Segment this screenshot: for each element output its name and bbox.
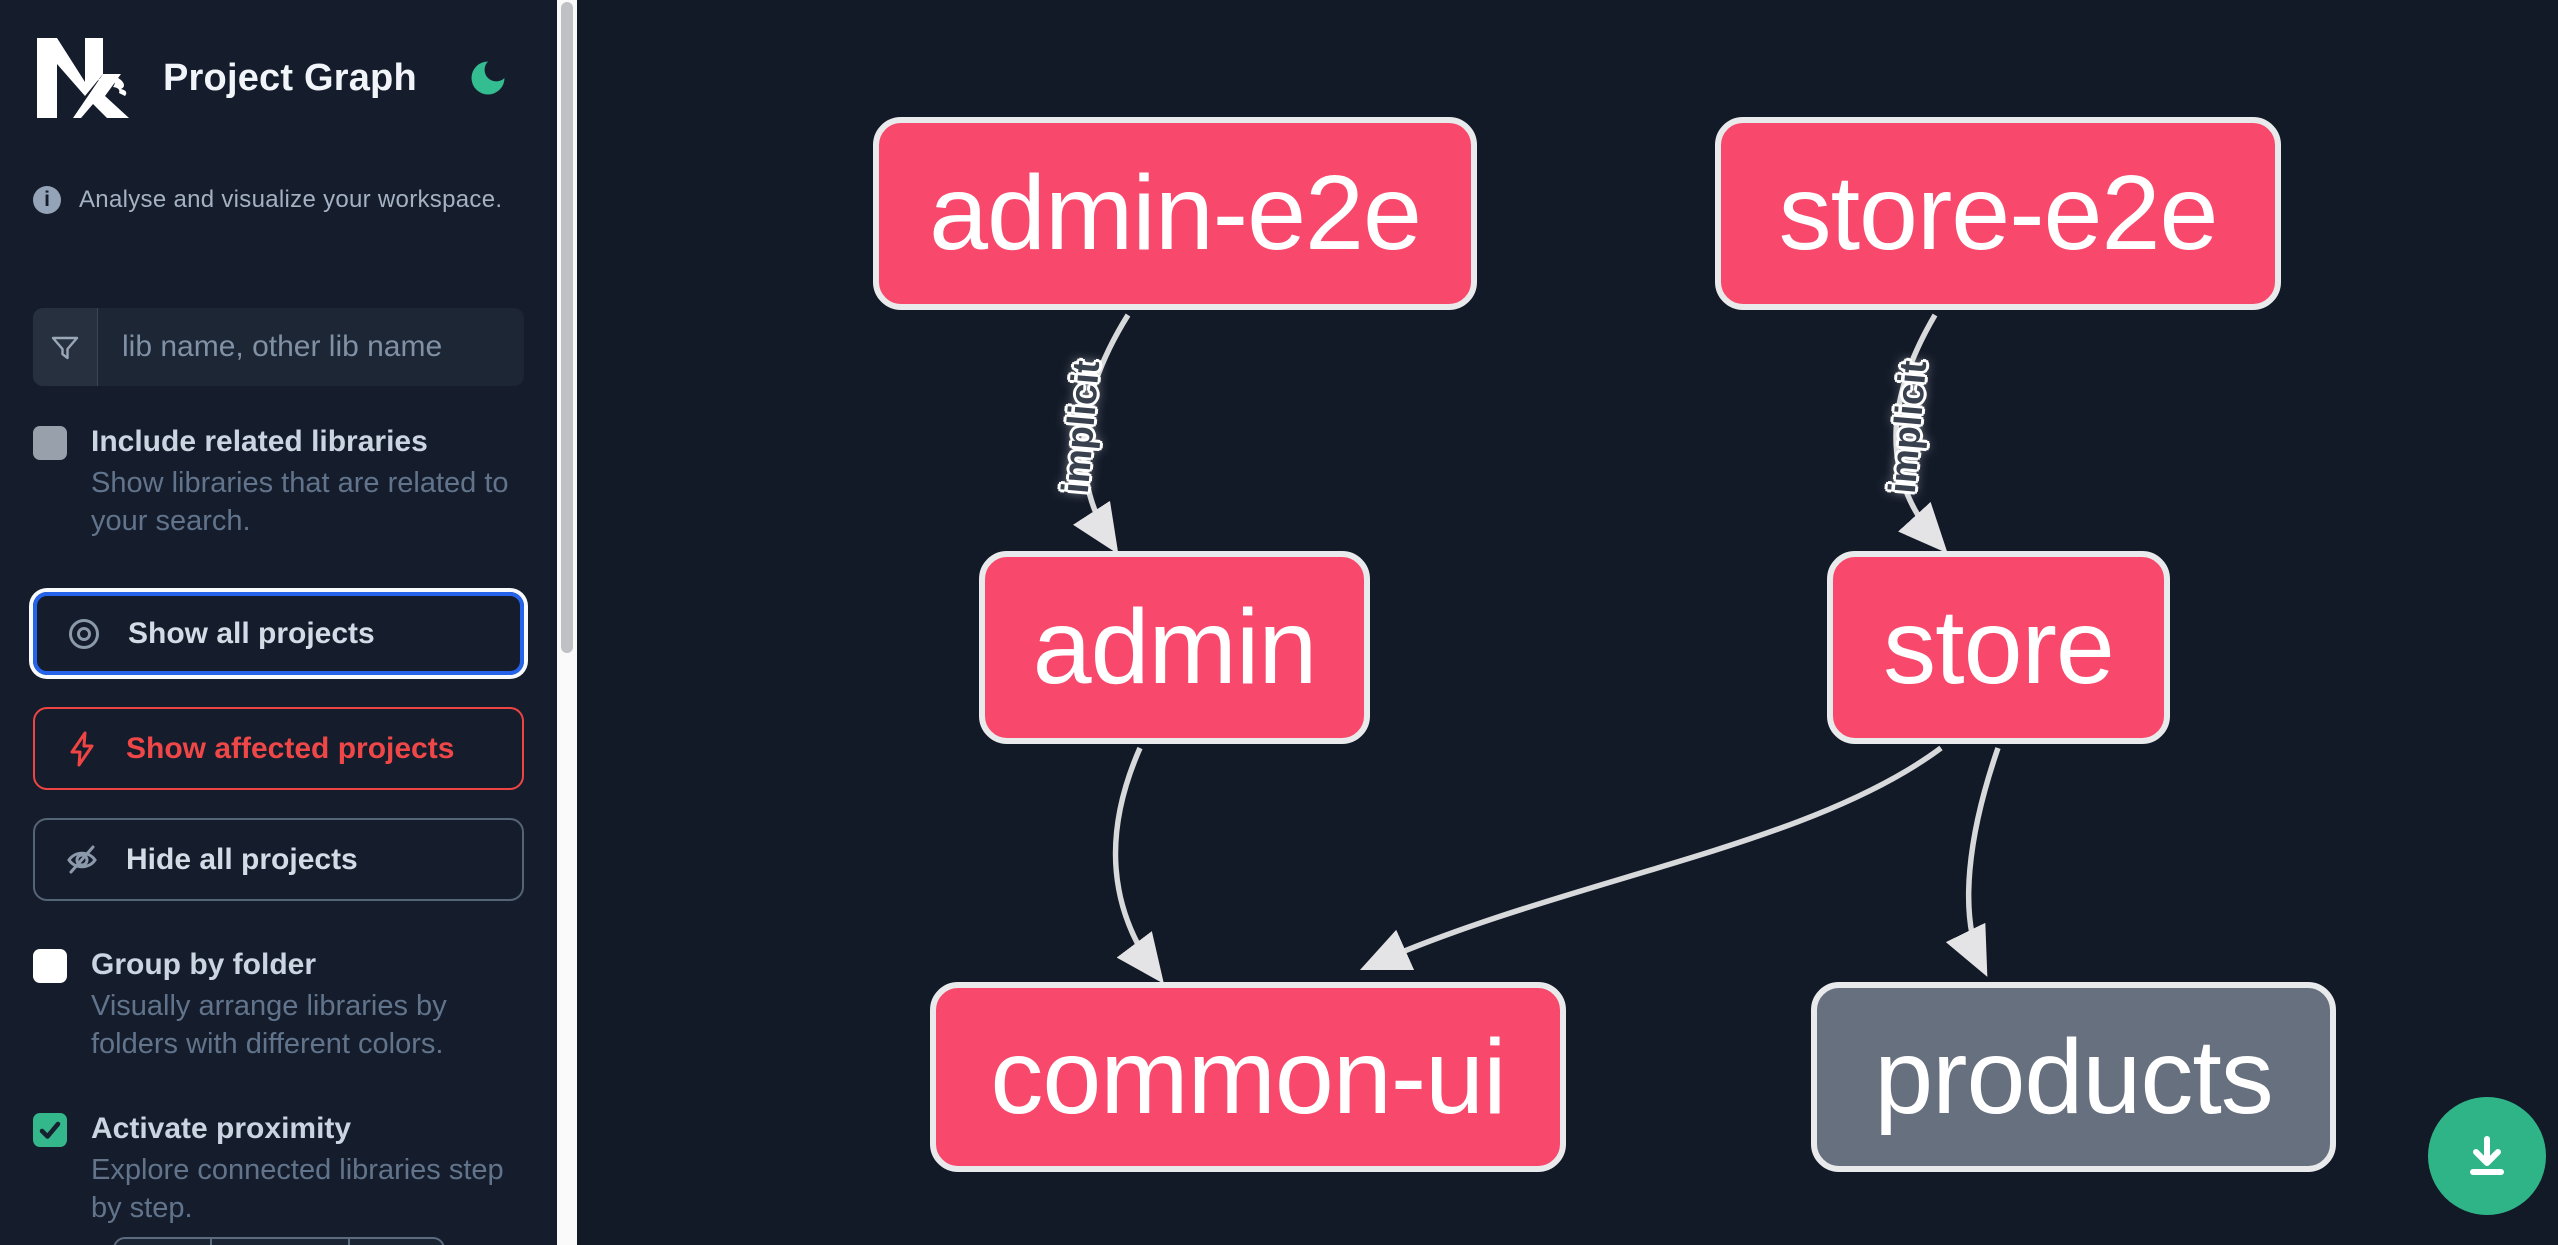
hide-all-projects-button[interactable]: Hide all projects [33, 818, 524, 901]
sidebar-scrollbar[interactable] [557, 0, 577, 1245]
node-store-e2e[interactable]: store-e2e [1715, 117, 2281, 310]
proximity-depth-stepper[interactable] [113, 1237, 445, 1245]
show-all-projects-button[interactable]: Show all projects [33, 592, 524, 675]
edge-store-to-common-ui [1359, 745, 1943, 971]
edge-admin-e2e-to-admin [1073, 313, 1131, 555]
nx-logo [37, 38, 129, 118]
node-store[interactable]: store [1827, 551, 2170, 744]
node-admin[interactable]: admin [979, 551, 1370, 744]
toggle-description: Explore connected libraries step by step… [91, 1154, 504, 1224]
node-label: store [1883, 588, 2115, 706]
toggle-group-by-folder: Group by folder Visually arrange librari… [33, 945, 524, 1063]
toggle-description: Visually arrange libraries by folders wi… [91, 990, 447, 1060]
toggle-activate-proximity: Activate proximity Explore connected lib… [33, 1109, 524, 1227]
stepper-divider [210, 1239, 212, 1245]
edge-admin-to-common-ui [1112, 746, 1164, 984]
scrollbar-thumb[interactable] [561, 2, 573, 653]
node-label: admin [1032, 588, 1318, 706]
button-label: Show affected projects [126, 731, 455, 765]
stepper-divider [348, 1239, 350, 1245]
eye-off-icon [67, 845, 97, 873]
toggle-description: Show libraries that are related to your … [91, 467, 509, 537]
eye-icon [69, 618, 99, 649]
graph-edges [1073, 313, 2001, 984]
tagline-text: Analyse and visualize your workspace. [79, 186, 503, 213]
toggle-label: Activate proximity [91, 1112, 352, 1145]
button-label: Hide all projects [126, 842, 358, 876]
download-graph-button[interactable] [2428, 1097, 2546, 1215]
dependency-graph-canvas[interactable]: implicit implicit admin-e2e store-e2e ad… [577, 0, 2558, 1245]
node-label: common-ui [990, 1017, 1506, 1136]
sidebar: Project Graph i Analyse and visualize yo… [0, 0, 557, 1245]
button-label: Show all projects [128, 616, 375, 650]
group-by-folder-checkbox[interactable] [33, 949, 67, 983]
funnel-icon [33, 308, 98, 386]
node-label: products [1874, 1017, 2274, 1136]
node-common-ui[interactable]: common-ui [930, 982, 1566, 1172]
show-affected-projects-button[interactable]: Show affected projects [33, 707, 524, 790]
activate-proximity-checkbox[interactable] [33, 1113, 67, 1147]
node-label: admin-e2e [929, 154, 1422, 272]
lightning-icon [70, 731, 94, 766]
workspace-tagline: i Analyse and visualize your workspace. [33, 186, 524, 214]
toggle-label: Group by folder [91, 948, 316, 981]
edge-store-to-products [1945, 747, 2001, 977]
check-icon [39, 1121, 61, 1139]
include-related-checkbox[interactable] [33, 426, 67, 460]
toggle-include-related-libraries: Include related libraries Show libraries… [33, 422, 524, 540]
node-label: store-e2e [1778, 154, 2219, 272]
page-title: Project Graph [163, 56, 417, 99]
toggle-label: Include related libraries [91, 425, 428, 458]
info-icon: i [33, 186, 61, 214]
search-input[interactable] [98, 308, 524, 386]
node-admin-e2e[interactable]: admin-e2e [873, 117, 1477, 310]
dark-mode-toggle-moon-icon[interactable] [466, 56, 510, 100]
download-icon [2470, 1136, 2504, 1175]
node-products[interactable]: products [1811, 982, 2336, 1172]
project-filter-searchbox [33, 308, 524, 386]
edge-store-e2e-to-store [1893, 313, 1948, 554]
sidebar-header: Project Graph [0, 0, 557, 122]
